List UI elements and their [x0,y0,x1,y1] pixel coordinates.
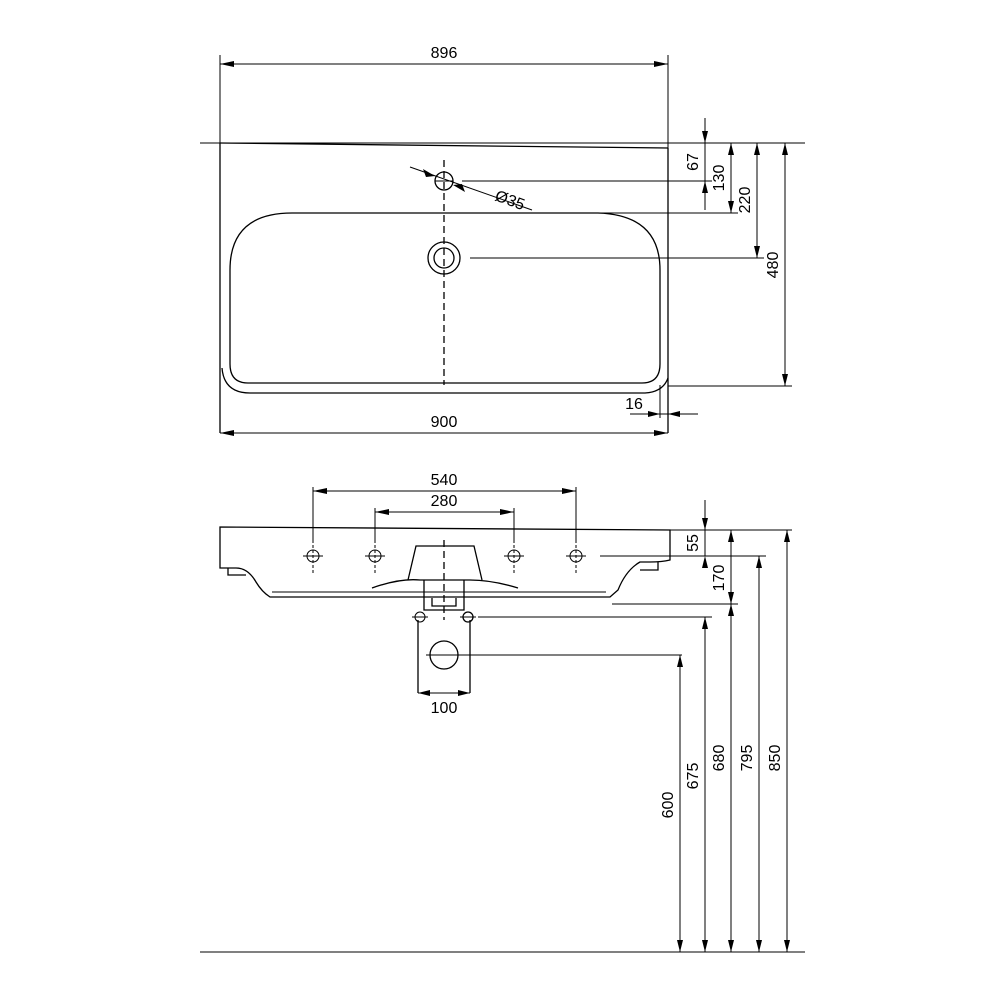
fixing-hole-2 [365,540,385,575]
dim-line-16 [630,385,698,418]
basin-profile-right-foot [640,562,659,571]
dim-line-600 [677,655,683,952]
basin-outline-back [219,142,669,149]
dim-height-600: 600 [660,792,677,819]
dim-height-680: 680 [711,745,728,772]
dim-line-480 [782,143,788,386]
fixing-hole-3 [504,540,524,575]
bowl-outline [229,212,661,384]
dim-fixing-280: 280 [431,493,458,510]
dim-line-900 [220,430,668,436]
dim-depth-67: 67 [685,153,702,171]
dim-line-280 [374,508,515,540]
fixing-hole-1 [303,540,323,575]
siphon-fixing-right [460,611,476,623]
dim-body-170: 170 [711,565,728,592]
dim-width-896: 896 [431,45,458,62]
front-view: 540 280 100 [200,472,805,953]
siphon-outlet [426,640,462,670]
dim-offset-16: 16 [625,396,643,413]
bowl-section [371,579,519,589]
dim-line-170 [728,530,734,604]
dim-depth-130: 130 [711,165,728,192]
dim-height-850: 850 [767,745,784,772]
dim-rim-55: 55 [685,534,702,552]
dim-height-795: 795 [739,745,756,772]
dim-line-220 [754,143,760,258]
top-view: Ø35 896 900 16 [200,45,805,436]
diameter-leader [409,166,533,211]
dim-fixing-540: 540 [431,472,458,489]
dim-line-100 [418,690,470,696]
fixing-hole-4 [566,540,586,575]
dim-line-67 [702,118,708,210]
dim-line-55 [702,500,708,568]
dim-siphon-100: 100 [431,700,458,717]
dim-line-850 [784,530,790,952]
dim-line-896 [219,55,669,148]
dim-width-900: 900 [431,414,458,431]
tap-deck [407,545,483,581]
dim-line-130 [728,143,734,213]
siphon-fixing-left [412,611,428,623]
siphon-sides [417,620,471,693]
dim-tap-diameter: Ø35 [493,188,527,214]
dim-line-540 [312,487,577,540]
dim-line-675 [702,617,708,952]
basin-profile [219,526,671,598]
dim-line-795 [756,556,762,952]
waste-hole [427,241,461,275]
basin-front-edge [221,367,669,394]
dim-height-675: 675 [685,763,702,790]
dim-depth-220: 220 [737,187,754,214]
dim-line-680 [728,604,734,952]
dim-depth-480: 480 [765,252,782,279]
basin-profile-left-foot [227,568,246,576]
